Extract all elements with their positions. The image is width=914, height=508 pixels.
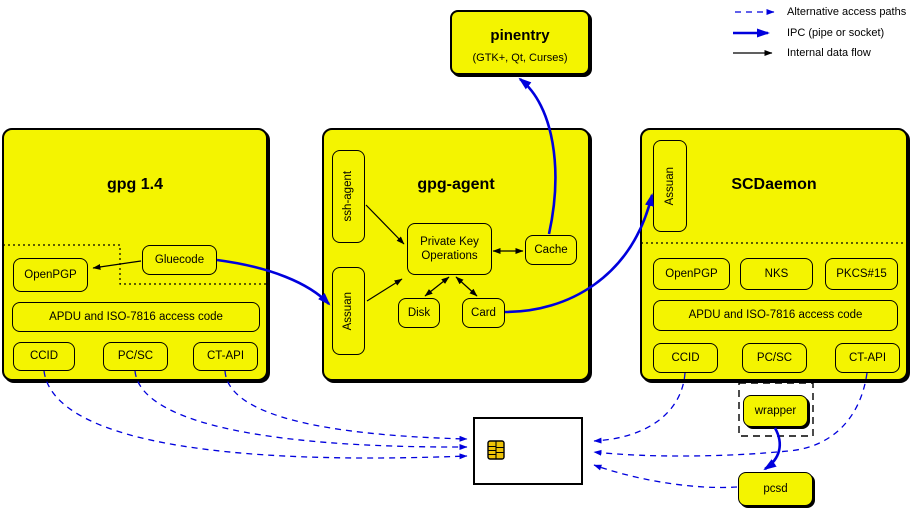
gpg14-pcsc-box: PC/SC bbox=[103, 342, 168, 371]
private-key-operations-box: Private Key Operations bbox=[407, 223, 492, 275]
alt-path-gpg14-ctapi-to-card bbox=[224, 370, 468, 442]
pinentry-title: pinentry bbox=[490, 27, 550, 44]
private-key-label-line1: Private Key bbox=[420, 235, 479, 248]
cache-box: Cache bbox=[525, 235, 577, 265]
pinentry-container bbox=[450, 10, 590, 75]
gpg14-gluecode-box: Gluecode bbox=[142, 245, 217, 275]
smartcard-chip-icon bbox=[487, 440, 505, 460]
scdaemon-apdu-box: APDU and ISO-7816 access code bbox=[653, 300, 898, 331]
scdaemon-assuan-box: Assuan bbox=[653, 140, 687, 232]
legend-alternative-access-label: Alternative access paths bbox=[787, 6, 907, 18]
scdaemon-pcsc-box: PC/SC bbox=[742, 343, 807, 373]
alt-path-gpg14-pcsc-to-card bbox=[134, 370, 468, 451]
gpg-agent-ssh-agent-box: ssh-agent bbox=[332, 150, 365, 243]
ipc-arrow-wrapper-to-pcsd bbox=[763, 427, 782, 471]
disk-box: Disk bbox=[398, 298, 440, 328]
alt-path-gpg14-ccid-to-card bbox=[43, 370, 468, 460]
gpg-agent-assuan-box: Assuan bbox=[332, 267, 365, 355]
gpg14-ctapi-box: CT-API bbox=[193, 342, 258, 371]
scdaemon-container bbox=[640, 128, 908, 381]
gpg14-apdu-box: APDU and ISO-7816 access code bbox=[12, 302, 260, 332]
card-box: Card bbox=[462, 298, 505, 328]
scdaemon-title: SCDaemon bbox=[731, 176, 817, 193]
pinentry-subtitle: (GTK+, Qt, Curses) bbox=[472, 52, 568, 64]
gpg14-title: gpg 1.4 bbox=[106, 176, 163, 193]
gpg14-openpgp-box: OpenPGP bbox=[13, 258, 88, 292]
private-key-label-line2: Operations bbox=[421, 250, 478, 262]
scdaemon-pkcs15-box: PKCS#15 bbox=[825, 258, 898, 290]
gpg-agent-title: gpg-agent bbox=[417, 176, 495, 193]
scdaemon-nks-box: NKS bbox=[740, 258, 813, 290]
scdaemon-openpgp-box: OpenPGP bbox=[653, 258, 730, 290]
alt-path-scdaemon-ccid-to-card bbox=[593, 372, 686, 444]
alt-path-pcsd-to-card bbox=[593, 464, 738, 489]
smartcard bbox=[473, 417, 583, 485]
alt-path-scdaemon-ctapi-to-card bbox=[593, 372, 868, 457]
legend-internal-flow-label: Internal data flow bbox=[787, 47, 871, 59]
scdaemon-assuan-label: Assuan bbox=[663, 166, 676, 206]
ssh-agent-label: ssh-agent bbox=[342, 171, 355, 222]
wrapper-box: wrapper bbox=[743, 395, 808, 427]
legend-ipc-label: IPC (pipe or socket) bbox=[787, 27, 885, 39]
pcsd-box: pcsd bbox=[738, 472, 813, 506]
gpg14-ccid-box: CCID bbox=[13, 342, 75, 371]
gpg-agent-assuan-label: Assuan bbox=[342, 291, 355, 331]
scdaemon-ctapi-box: CT-API bbox=[835, 343, 900, 373]
scdaemon-ccid-box: CCID bbox=[653, 343, 718, 373]
